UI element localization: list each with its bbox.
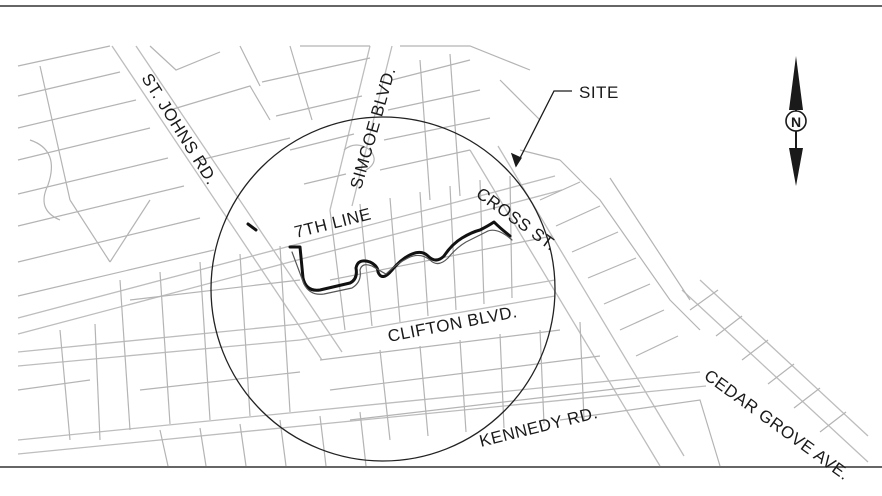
lots-east bbox=[519, 149, 847, 467]
base-map-linework bbox=[17, 45, 869, 467]
study-radius-circle bbox=[210, 116, 556, 462]
road-st-johns bbox=[111, 45, 343, 361]
north-arrow-head-icon bbox=[789, 56, 803, 110]
lots-north-center bbox=[261, 45, 541, 201]
road-7th-line bbox=[17, 175, 563, 335]
map-frame bbox=[0, 5, 882, 468]
site-label: SITE bbox=[579, 83, 619, 102]
lots-center bbox=[59, 175, 553, 441]
road-cedar-grove bbox=[681, 279, 869, 463]
street-label-clifton: CLIFTON BLVD. bbox=[386, 302, 519, 346]
street-label-simcoe: SIMCOE BLVD. bbox=[347, 65, 400, 191]
lots-northwest bbox=[17, 45, 313, 297]
road-simcoe bbox=[329, 45, 393, 211]
road-kennedy bbox=[17, 371, 707, 455]
north-arrow-circle-icon bbox=[785, 110, 807, 132]
north-arrow-tail-icon bbox=[789, 148, 803, 186]
street-label-st-johns: ST. JOHNS RD. bbox=[138, 70, 222, 188]
north-arrow-letter: N bbox=[791, 114, 801, 130]
lots-south bbox=[17, 321, 641, 467]
street-label-kennedy: KENNEDY RD. bbox=[477, 403, 599, 451]
north-arrow: N bbox=[785, 56, 807, 186]
site-watercourse bbox=[246, 220, 513, 295]
site-leader bbox=[510, 90, 572, 168]
